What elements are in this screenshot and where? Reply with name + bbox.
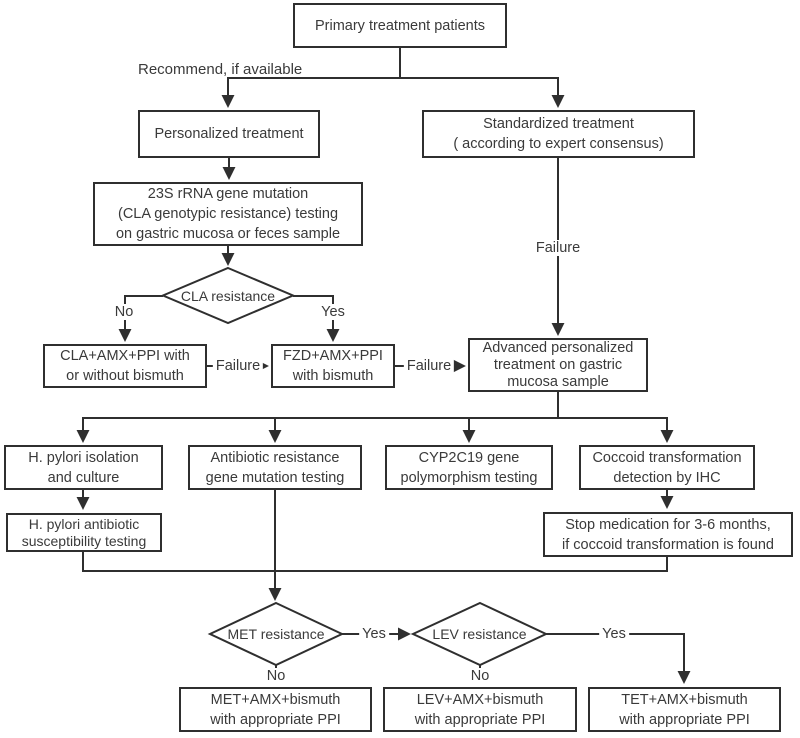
label-lev-no: No xyxy=(467,668,493,684)
node-primary-treatment: Primary treatment patients xyxy=(293,3,507,48)
edge-cla-no xyxy=(118,295,163,342)
label-met-yes: Yes xyxy=(359,626,389,642)
node-met-regimen: MET+AMX+bismuth with appropriate PPI xyxy=(179,687,372,732)
label-failure-standardized: Failure xyxy=(532,240,584,256)
node-personalized-treatment: Personalized treatment xyxy=(138,110,320,158)
label-met-resistance: MET resistance xyxy=(227,626,325,642)
node-coccoid-detection: Coccoid transformation detection by IHC xyxy=(579,445,755,490)
node-cyp2c19-testing: CYP2C19 gene polymorphism testing xyxy=(385,445,553,490)
edge-lev-yes xyxy=(546,633,691,684)
label-recommend-if-available: Recommend, if available xyxy=(138,61,303,78)
node-tet-regimen: TET+AMX+bismuth with appropriate PPI xyxy=(588,687,781,732)
label-lev-resistance: LEV resistance xyxy=(432,626,527,642)
node-fzd-regimen: FZD+AMX+PPI with bismuth xyxy=(271,344,395,388)
node-advanced-personalized: Advanced personalized treatment on gastr… xyxy=(468,338,648,392)
node-standardized-treatment: Standardized treatment ( according to ex… xyxy=(422,110,695,158)
label-failure-cla-regimen: Failure xyxy=(212,358,264,374)
label-met-no: No xyxy=(263,668,289,684)
node-gene-mutation-testing: Antibiotic resistance gene mutation test… xyxy=(188,445,362,490)
node-hp-isolation: H. pylori isolation and culture xyxy=(4,445,163,490)
node-lev-regimen: LEV+AMX+bismuth with appropriate PPI xyxy=(383,687,577,732)
label-failure-fzd-regimen: Failure xyxy=(403,358,455,374)
node-23s-rrna-testing: 23S rRNA gene mutation (CLA genotypic re… xyxy=(93,182,363,246)
node-stop-medication: Stop medication for 3-6 months, if cocco… xyxy=(543,512,793,557)
edge-cla-yes xyxy=(293,295,340,342)
label-lev-yes: Yes xyxy=(599,626,629,642)
cla-decision-diamond xyxy=(160,266,296,325)
label-cla-no: No xyxy=(111,304,137,320)
node-cla-regimen: CLA+AMX+PPI with or without bismuth xyxy=(43,344,207,388)
label-cla-yes: Yes xyxy=(318,304,348,320)
node-hp-susceptibility: H. pylori antibiotic susceptibility test… xyxy=(6,513,162,552)
label-cla-resistance: CLA resistance xyxy=(180,287,276,304)
